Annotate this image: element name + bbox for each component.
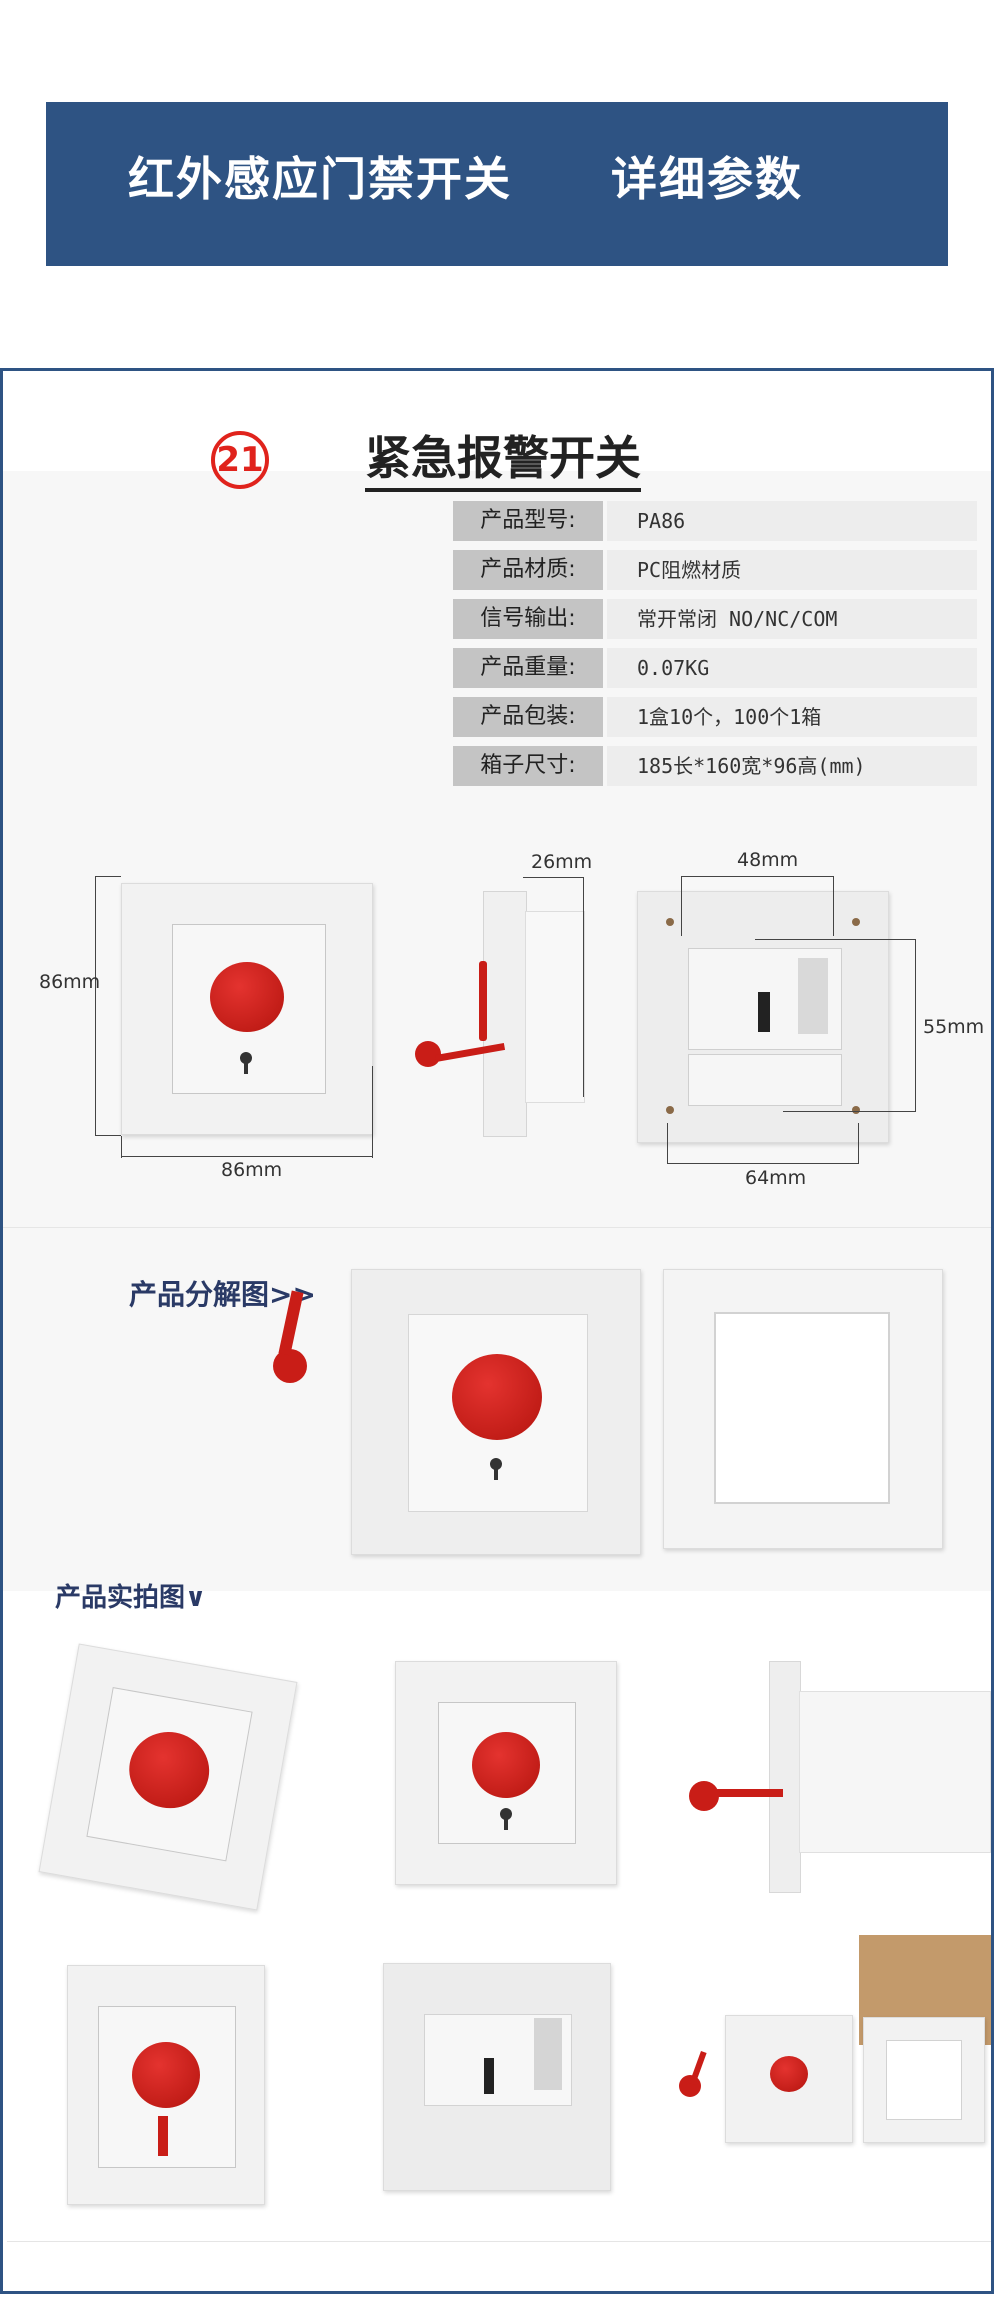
photo-front-key bbox=[7, 1935, 336, 2242]
side-depth-label: 26mm bbox=[531, 851, 593, 873]
photo-plate bbox=[395, 1661, 617, 1885]
spec-label: 产品包装: bbox=[453, 697, 603, 737]
dim-line bbox=[95, 1135, 121, 1136]
side-body bbox=[525, 911, 585, 1103]
back-plate bbox=[637, 891, 889, 1143]
back-lower-frame bbox=[688, 1054, 842, 1106]
exploded-back-plate bbox=[351, 1269, 641, 1555]
dim-line bbox=[783, 1111, 916, 1112]
dim-line bbox=[95, 876, 96, 1136]
spec-value: 185长*160宽*96高(mm) bbox=[607, 746, 977, 786]
spec-label: 产品型号: bbox=[453, 501, 603, 541]
red-button bbox=[132, 2042, 200, 2108]
cover-opening bbox=[714, 1312, 890, 1504]
screw-hole bbox=[666, 1106, 674, 1114]
spec-label: 产品材质: bbox=[453, 550, 603, 590]
dim-line bbox=[583, 877, 584, 1097]
spec-row-model: 产品型号: PA86 bbox=[453, 501, 977, 541]
spec-value: PA86 bbox=[607, 501, 977, 541]
spec-row-box-size: 箱子尺寸: 185长*160宽*96高(mm) bbox=[453, 746, 977, 786]
spec-label: 信号输出: bbox=[453, 599, 603, 639]
spec-row-material: 产品材质: PC阻燃材质 bbox=[453, 550, 977, 590]
spec-value: PC阻燃材质 bbox=[607, 550, 977, 590]
dim-line bbox=[681, 876, 682, 936]
photo-side-plate bbox=[769, 1661, 801, 1893]
dim-line bbox=[915, 939, 916, 1111]
product-panel: 21 紧急报警开关 产品型号: PA86 产品材质: PC阻燃材质 信号输出: … bbox=[0, 368, 994, 2294]
red-button bbox=[210, 962, 284, 1032]
dim-line bbox=[755, 939, 915, 940]
exploded-cover-frame bbox=[663, 1269, 943, 1549]
spec-row-weight: 产品重量: 0.07KG bbox=[453, 648, 977, 688]
photo-angled-front bbox=[7, 1631, 336, 1936]
spec-row-signal: 信号输出: 常开常闭 NO/NC/COM bbox=[453, 599, 977, 639]
back-bottom-label: 64mm bbox=[745, 1167, 807, 1189]
dim-line bbox=[372, 1066, 373, 1158]
terminal-block bbox=[798, 958, 828, 1034]
keyhole-icon bbox=[490, 1458, 502, 1480]
photo-package bbox=[669, 1935, 991, 2242]
photo-side bbox=[669, 1631, 991, 1936]
dim-line bbox=[121, 1136, 122, 1158]
dim-line bbox=[667, 1123, 668, 1164]
terminal-block bbox=[534, 2018, 562, 2090]
dim-line bbox=[523, 877, 583, 878]
photo-plate bbox=[38, 1643, 298, 1911]
dim-line bbox=[95, 876, 121, 877]
front-plate bbox=[121, 883, 373, 1135]
photos-section-label: 产品实拍图∨ bbox=[55, 1583, 207, 1613]
terminal-icon bbox=[484, 2058, 494, 2094]
spec-label: 产品重量: bbox=[453, 648, 603, 688]
spec-value: 1盒10个，100个1箱 bbox=[607, 697, 977, 737]
dim-line bbox=[858, 1123, 859, 1164]
back-top-label: 48mm bbox=[737, 849, 799, 871]
photo-back-plate bbox=[383, 1963, 611, 2191]
red-button bbox=[770, 2056, 808, 2092]
front-width-label: 86mm bbox=[221, 1159, 283, 1181]
side-button bbox=[479, 961, 487, 1041]
red-button bbox=[472, 1732, 540, 1798]
photo-back bbox=[335, 1935, 670, 2242]
spec-label: 箱子尺寸: bbox=[453, 746, 603, 786]
keyhole-icon bbox=[500, 1808, 512, 1830]
dim-line bbox=[681, 876, 834, 877]
front-height-label: 86mm bbox=[39, 971, 101, 993]
photo-front bbox=[335, 1631, 670, 1936]
keyhole-icon bbox=[240, 1052, 252, 1074]
spec-value: 常开常闭 NO/NC/COM bbox=[607, 599, 977, 639]
banner-subtitle: 详细参数 bbox=[611, 152, 803, 206]
screw-hole bbox=[852, 918, 860, 926]
dim-line bbox=[121, 1156, 373, 1157]
red-button bbox=[452, 1354, 542, 1440]
photo-cover-frame bbox=[863, 2017, 985, 2143]
key-shaft bbox=[158, 2116, 168, 2156]
dim-line bbox=[833, 876, 834, 936]
screw-hole bbox=[852, 1106, 860, 1114]
spec-row-packaging: 产品包装: 1盒10个，100个1箱 bbox=[453, 697, 977, 737]
dim-line bbox=[667, 1163, 859, 1164]
side-plate bbox=[483, 891, 527, 1137]
screw-hole bbox=[666, 918, 674, 926]
header-banner: 红外感应门禁开关 详细参数 bbox=[46, 102, 948, 266]
cover-opening bbox=[886, 2040, 962, 2120]
key-shaft bbox=[713, 1789, 783, 1797]
photo-side-body bbox=[799, 1691, 991, 1853]
terminal-icon bbox=[758, 992, 770, 1032]
banner-title: 红外感应门禁开关 bbox=[128, 152, 512, 206]
exploded-section-label: 产品分解图>> bbox=[129, 1278, 316, 1311]
photo-plate bbox=[67, 1965, 265, 2205]
product-title: 紧急报警开关 bbox=[365, 433, 641, 492]
spec-value: 0.07KG bbox=[607, 648, 977, 688]
back-right-label: 55mm bbox=[923, 1016, 985, 1038]
product-number-badge: 21 bbox=[211, 431, 269, 489]
photo-plate bbox=[725, 2015, 853, 2143]
divider bbox=[3, 1227, 991, 1228]
